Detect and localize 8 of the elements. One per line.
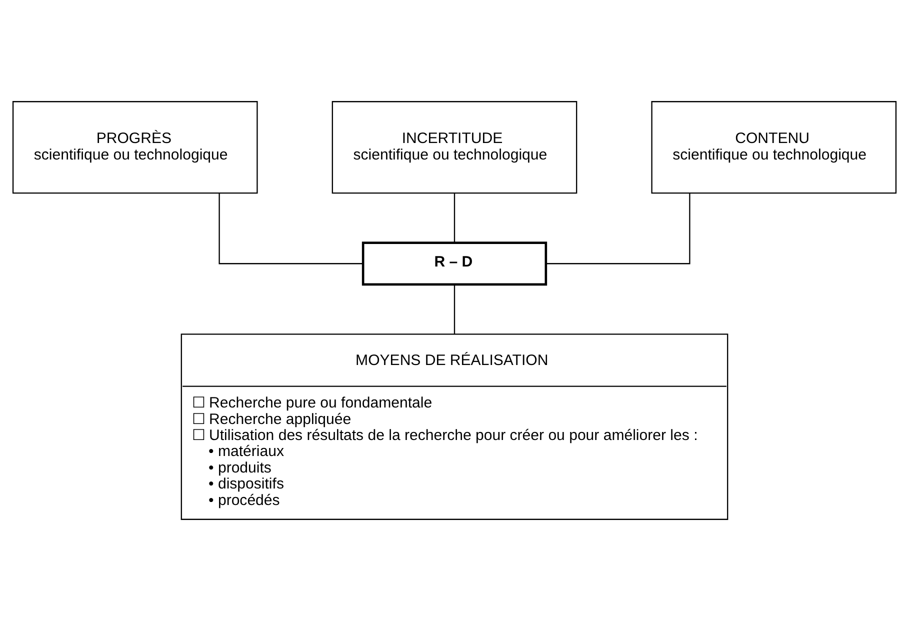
- connector: [454, 284, 456, 334]
- node-box: CONTENU scientifique ou technologique: [651, 101, 897, 194]
- node-box: PROGRÈS scientifique ou technologique: [12, 101, 258, 194]
- connector: [218, 193, 363, 264]
- node-box: INCERTITUDE scientifique ou technologique: [332, 101, 578, 194]
- connector: [454, 193, 456, 243]
- node-box: R – D: [362, 242, 548, 286]
- connector: [546, 193, 690, 264]
